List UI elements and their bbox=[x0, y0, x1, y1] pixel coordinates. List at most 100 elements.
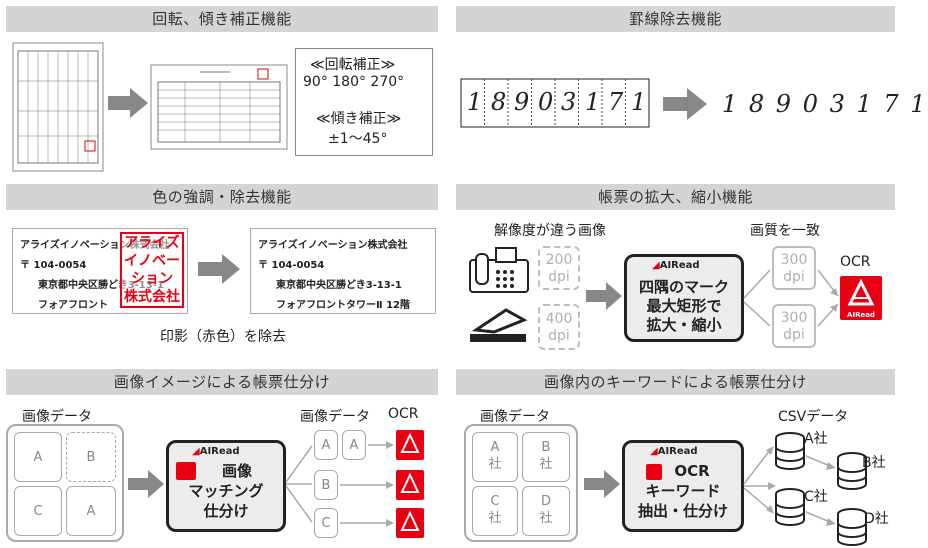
dpi-value: 300 bbox=[780, 252, 808, 268]
fax-icon bbox=[469, 247, 529, 293]
scaling-ocr-label: OCR bbox=[840, 254, 871, 270]
image-sort-output-label: 画像データ bbox=[300, 409, 370, 425]
red-stamp: アライズ イノベー ション 株式会社 bbox=[120, 232, 184, 308]
image-sort-process-line: 仕分け bbox=[203, 502, 249, 520]
arrow-right-icon bbox=[663, 88, 707, 120]
dpi-unit: dpi bbox=[783, 327, 805, 343]
zip-code: 〒 104-0054 bbox=[258, 260, 325, 271]
dpi-value: 200 bbox=[545, 252, 573, 268]
address: 東京都中央区勝どき3-13-1 bbox=[38, 280, 164, 291]
keyword-sort-input-label: 画像データ bbox=[480, 409, 550, 425]
stamp-line: イノベー bbox=[124, 253, 180, 269]
database-icon bbox=[837, 452, 867, 490]
keyword-sort-process-line: 抽出・仕分け bbox=[637, 502, 728, 520]
building-short: フォアフロント bbox=[38, 300, 108, 311]
skewed-document-image bbox=[12, 42, 104, 172]
csv-label: CSVデータ bbox=[778, 409, 849, 425]
header-rotation: 回転、傾き補正機能 bbox=[6, 6, 438, 32]
boxed-digit: 3 bbox=[561, 88, 577, 116]
keyword-sort-connectors bbox=[743, 446, 836, 526]
building: フォアフロントタワーⅡ 12階 bbox=[276, 300, 410, 311]
database-icon bbox=[837, 508, 867, 546]
tile-letter: A bbox=[490, 440, 500, 455]
airead-logo: ◢AIRead bbox=[192, 446, 240, 457]
tilt-values: ±1〜45° bbox=[328, 131, 388, 147]
airead-logo-text: AIRead bbox=[199, 446, 240, 457]
dpi-value: 300 bbox=[780, 310, 808, 326]
clean-digits: 1 8 9 0 3 1 7 1 bbox=[722, 90, 928, 118]
stamp-line: ション bbox=[131, 271, 173, 287]
dpi-value: 400 bbox=[545, 311, 573, 327]
database-icon bbox=[775, 488, 805, 526]
airead-badge-icon: AIRead bbox=[840, 276, 882, 320]
stamp-line: アライズ bbox=[124, 235, 180, 251]
tile-suffix: 社 bbox=[488, 511, 502, 526]
scaling-process-line: 拡大・縮小 bbox=[646, 316, 722, 334]
arrow-right-icon bbox=[584, 470, 620, 498]
dpi-unit: dpi bbox=[783, 269, 805, 285]
header-keyword-sort: 画像内のキーワードによる帳票仕分け bbox=[456, 369, 895, 395]
dpi-400-box: 400 dpi bbox=[538, 304, 580, 350]
airead-logo-text: AIRead bbox=[659, 260, 700, 271]
output-tile: B bbox=[314, 470, 338, 500]
dpi-300-box-top: 300 dpi bbox=[772, 246, 816, 290]
company-name: アライズイノベーション株式会社 bbox=[258, 240, 408, 251]
scaling-process-line: 四隅のマーク bbox=[638, 278, 729, 296]
airead-badge-icon bbox=[396, 508, 424, 538]
output-tile: A bbox=[314, 430, 338, 460]
scaling-process-line: 最大矩形で bbox=[646, 297, 722, 315]
image-tile: A bbox=[14, 432, 62, 482]
header-line-removal: 罫線除去機能 bbox=[456, 6, 895, 32]
csv-output-label: C社 bbox=[804, 489, 828, 505]
scaling-input-label: 解像度が違う画像 bbox=[494, 223, 606, 239]
arrow-right-icon bbox=[108, 88, 148, 118]
keyword-sort-process-line: OCR bbox=[674, 462, 710, 480]
dpi-300-box-bottom: 300 dpi bbox=[772, 304, 816, 348]
boxed-digit: 1 bbox=[467, 88, 483, 116]
boxed-digit: 8 bbox=[491, 88, 507, 116]
airead-badge-icon bbox=[396, 430, 424, 460]
csv-output-label: D社 bbox=[864, 511, 889, 527]
header-scaling: 帳票の拡大、縮小機能 bbox=[456, 184, 895, 210]
boxed-digit: 0 bbox=[538, 88, 554, 116]
airead-badge-icon bbox=[396, 470, 424, 500]
scaling-process-box bbox=[624, 254, 744, 342]
header-color: 色の強調・除去機能 bbox=[6, 184, 438, 210]
matching-icon bbox=[176, 462, 196, 480]
boxed-digit: 1 bbox=[631, 88, 647, 116]
boxed-digit: 7 bbox=[608, 88, 624, 116]
airead-logo: ◢AIRead bbox=[652, 260, 700, 271]
airead-logo: ◢AIRead bbox=[650, 446, 698, 457]
airead-badge-text: AIRead bbox=[847, 311, 875, 319]
keyword-sort-process-line: キーワード bbox=[645, 482, 721, 500]
arrow-right-icon bbox=[198, 254, 240, 284]
boxed-digits-frame bbox=[460, 78, 650, 128]
arrow-right-icon bbox=[586, 282, 622, 310]
stamp-line: 株式会社 bbox=[124, 289, 180, 305]
database-icon bbox=[775, 432, 805, 470]
company-tile: D 社 bbox=[522, 486, 570, 536]
image-tile: A bbox=[66, 486, 116, 536]
csv-output-label: A社 bbox=[804, 431, 828, 447]
company-name: アライズイノベーション株式会社 bbox=[20, 240, 170, 251]
cleaned-document bbox=[250, 228, 436, 314]
tile-letter: D bbox=[540, 494, 551, 509]
scaling-connector-lines bbox=[743, 269, 839, 327]
tile-letter: C bbox=[490, 494, 500, 509]
dpi-unit: dpi bbox=[548, 269, 570, 285]
rotation-values: 90° 180° 270° bbox=[303, 74, 405, 90]
color-caption: 印影（赤色）を除去 bbox=[160, 329, 286, 345]
image-sort-input-label: 画像データ bbox=[22, 409, 92, 425]
airead-logo-text: AIRead bbox=[657, 446, 698, 457]
image-sort-ocr-label: OCR bbox=[388, 406, 419, 422]
image-sort-process-box bbox=[166, 440, 286, 532]
tile-suffix: 社 bbox=[488, 457, 502, 472]
boxed-digit: 9 bbox=[514, 88, 530, 116]
dpi-200-box: 200 dpi bbox=[538, 246, 580, 290]
image-tile: B bbox=[66, 432, 116, 482]
keyword-sort-process-box bbox=[622, 440, 744, 532]
rotation-spec-box bbox=[295, 48, 433, 156]
image-sort-output-arrows bbox=[340, 441, 394, 527]
tile-letter: B bbox=[541, 440, 551, 455]
company-tile: B 社 bbox=[522, 432, 570, 482]
